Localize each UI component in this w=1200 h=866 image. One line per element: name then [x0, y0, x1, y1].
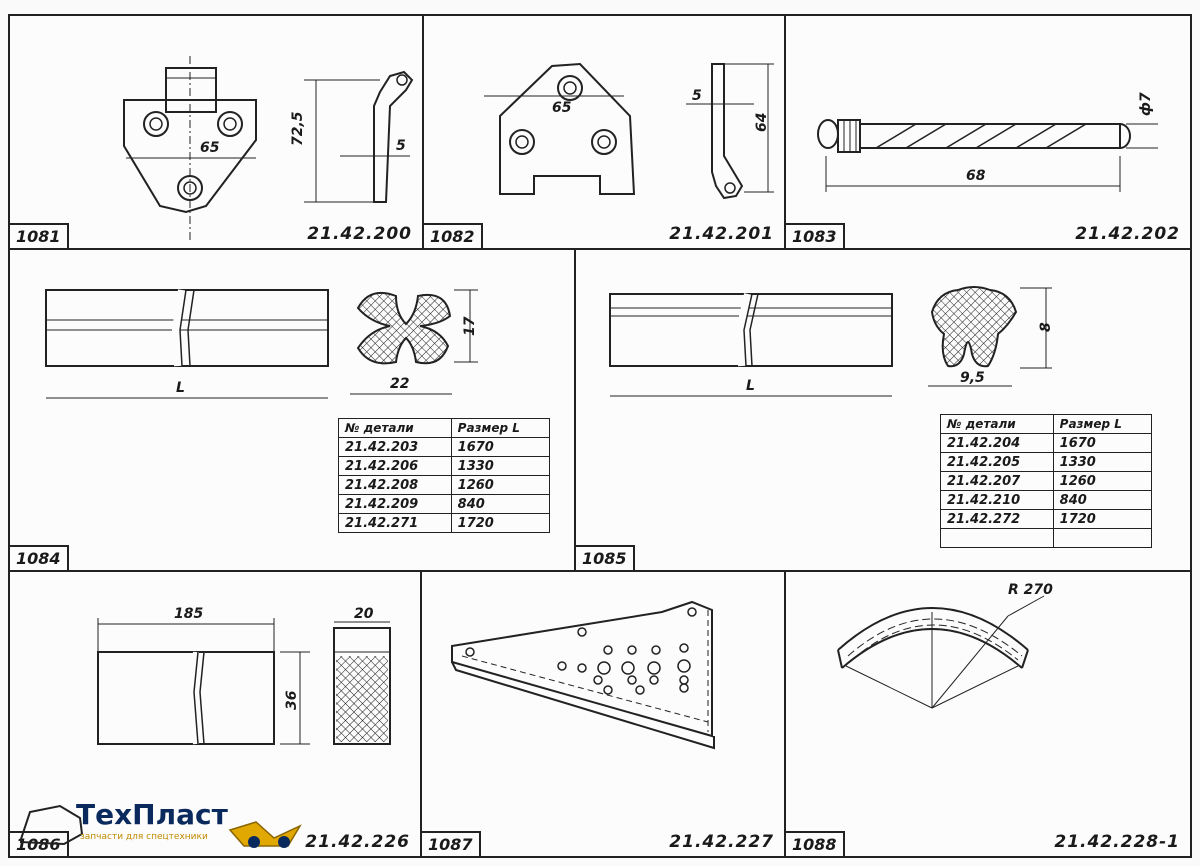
part-number: 21.42.204: [940, 433, 1054, 453]
cell-number: 1085: [576, 545, 635, 570]
dim-1081-height: 72,5: [290, 111, 306, 146]
size-value: 1330: [450, 456, 551, 476]
size-value: 1260: [1052, 471, 1153, 491]
drawing-1083: 68 ф7: [817, 92, 1158, 192]
cell-number: 1081: [10, 223, 69, 248]
cell-1081: 65 72,5 5 1081 21.42.200: [8, 14, 424, 250]
part-number: 21.42.208: [338, 475, 452, 495]
cell-1088: R 270 1088 21.42.228-1: [784, 570, 1192, 858]
size-value: 1720: [450, 513, 551, 533]
dim-1081-thickness: 5: [396, 138, 406, 154]
part-code: 21.42.228-1: [1054, 832, 1180, 852]
part-number: 21.42.271: [338, 513, 452, 533]
drawing-1088: R 270: [837, 582, 1053, 709]
part-code: 21.42.226: [305, 832, 410, 852]
col-header-part: № детали: [338, 418, 452, 438]
size-value: 840: [450, 494, 551, 514]
part-number: [940, 528, 1054, 548]
cell-1087: 1087 21.42.227: [420, 570, 786, 858]
dim-1082-width: 65: [552, 100, 572, 116]
part-number: 21.42.206: [338, 456, 452, 476]
size-value: 1720: [1052, 509, 1153, 529]
size-value: 1670: [1052, 433, 1153, 453]
dim-1084-length: L: [176, 380, 185, 396]
table-row: [940, 528, 1153, 548]
col-header-size: Размер L: [1052, 414, 1153, 434]
dim-1084-width: 22: [390, 376, 409, 392]
part-code: 21.42.227: [669, 832, 774, 852]
cell-number: 1087: [422, 831, 481, 856]
cell-number: 1084: [10, 545, 69, 570]
dim-1082-height: 64: [754, 113, 770, 132]
part-number: 21.42.209: [338, 494, 452, 514]
dim-1086-length: 185: [174, 606, 203, 622]
size-value: 1330: [1052, 452, 1153, 472]
part-code: 21.42.202: [1075, 224, 1180, 244]
dim-1082-thickness: 5: [692, 88, 702, 104]
dim-1085-length: L: [746, 378, 755, 394]
dim-1086-height: 36: [284, 690, 300, 710]
cell-number: 1083: [786, 223, 845, 248]
cell-1082: 65 64 5 1082 21.42.201: [422, 14, 786, 250]
drawing-1086: 185 36 20: [97, 606, 391, 745]
excavator-logo-icon: [20, 804, 302, 848]
logo-brand: ТехПласт: [76, 798, 228, 831]
drawing-1082: 65 64 5: [484, 62, 774, 200]
drawing-1081: 65 72,5 5: [123, 56, 414, 240]
dim-1088-radius: R 270: [1008, 582, 1053, 598]
part-number: 21.42.205: [940, 452, 1054, 472]
size-value: 1260: [450, 475, 551, 495]
dim-1084-height: 17: [462, 316, 478, 336]
col-header-part: № детали: [940, 414, 1054, 434]
drawing-1085: L 8 9,5: [609, 286, 1054, 397]
part-number: 21.42.207: [940, 471, 1054, 491]
dim-1081-width: 65: [200, 140, 220, 156]
cell-number: 1088: [786, 831, 845, 856]
dim-1086-thickness: 20: [354, 606, 374, 622]
logo-tagline: запчасти для спецтехники: [80, 832, 208, 842]
part-number: 21.42.210: [940, 490, 1054, 510]
size-value: 1670: [450, 437, 551, 457]
cell-1084: L 17 22 № детали Размер L 21: [8, 248, 576, 572]
part-code: 21.42.200: [307, 224, 412, 244]
dim-1085-width: 9,5: [960, 370, 985, 386]
dim-1083-diameter: ф7: [1138, 92, 1154, 116]
part-number: 21.42.203: [338, 437, 452, 457]
part-number: 21.42.272: [940, 509, 1054, 529]
part-code: 21.42.201: [669, 224, 774, 244]
cell-1086: 185 36 20 1086 21.42.226 ТехПл: [8, 570, 422, 858]
drawing-1084: L 17 22: [45, 289, 478, 399]
dim-1085-height: 8: [1038, 322, 1054, 332]
cell-number: 1082: [424, 223, 483, 248]
drawing-1087: [451, 600, 715, 750]
size-value: 840: [1052, 490, 1153, 510]
cell-1083: 68 ф7 1083 21.42.202: [784, 14, 1192, 250]
dim-1083-length: 68: [966, 168, 986, 184]
col-header-size: Размер L: [450, 418, 551, 438]
size-value: [1052, 528, 1153, 548]
techplast-logo: ТехПласт запчасти для спецтехники: [20, 782, 310, 852]
